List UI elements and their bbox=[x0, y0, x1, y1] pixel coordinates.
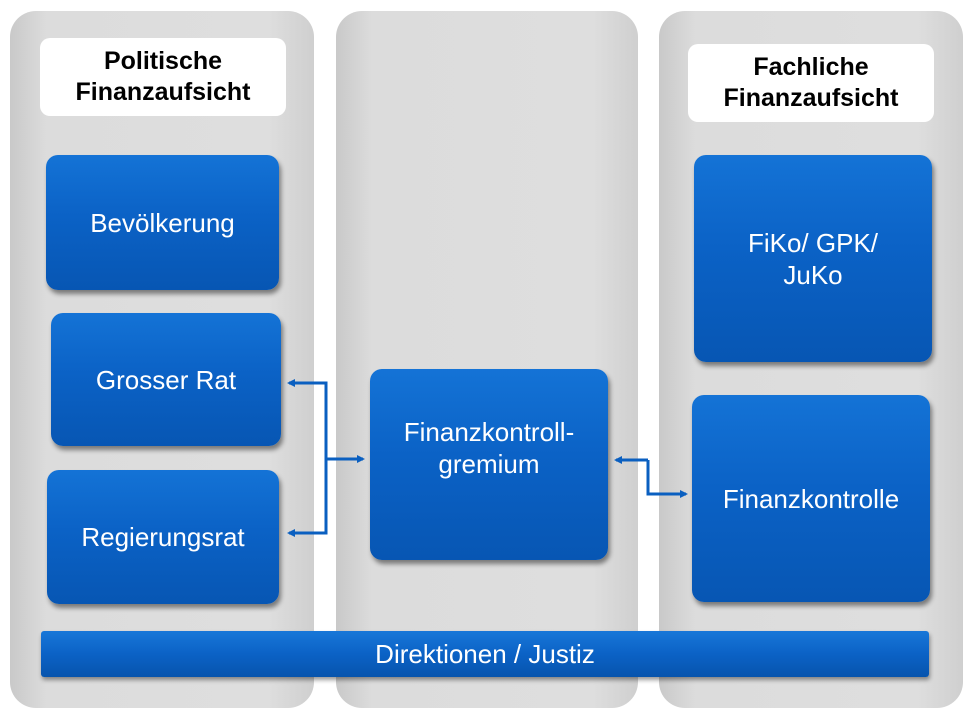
box-fiko-gpk-juko: FiKo/ GPK/ JuKo bbox=[694, 155, 932, 362]
arrow-to-finanzkontrolle bbox=[646, 460, 688, 498]
box-label-line: gremium bbox=[438, 448, 540, 479]
box-finanzkontrollgremium: Finanzkontroll- gremium bbox=[370, 369, 608, 560]
box-label: Regierungsrat bbox=[81, 522, 245, 552]
arrow-grosser-rat bbox=[287, 379, 328, 459]
column-middle bbox=[336, 11, 638, 708]
box-label-line: Finanzkontroll- bbox=[403, 416, 575, 447]
bar-label: Direktionen / Justiz bbox=[375, 638, 595, 669]
box-label-line: JuKo bbox=[783, 259, 843, 290]
box-label: Grosser Rat bbox=[95, 364, 237, 395]
box-grosser-rat: Grosser Rat bbox=[51, 313, 281, 446]
box-finanzkontrolle: Finanzkontrolle bbox=[692, 395, 930, 602]
header-line: Finanzaufsicht bbox=[723, 84, 899, 112]
header-fachliche-finanzaufsicht: Fachliche Finanzaufsicht bbox=[688, 44, 934, 122]
box-label: Finanzkontrolle bbox=[722, 483, 900, 514]
box-bevoelkerung: Bevölkerung bbox=[46, 155, 279, 290]
header-line: Finanzaufsicht bbox=[75, 78, 251, 106]
box-regierungsrat: Regierungsrat bbox=[47, 470, 279, 604]
header-politische-finanzaufsicht: Politische Finanzaufsicht bbox=[40, 38, 286, 116]
header-line: Politische bbox=[103, 47, 223, 75]
box-label-line: FiKo/ GPK/ bbox=[747, 227, 879, 258]
box-label: Bevölkerung bbox=[90, 207, 235, 238]
bar-direktionen-justiz: Direktionen / Justiz bbox=[41, 631, 929, 677]
arrow-regierungsrat bbox=[287, 459, 328, 537]
header-line: Fachliche bbox=[753, 53, 869, 81]
